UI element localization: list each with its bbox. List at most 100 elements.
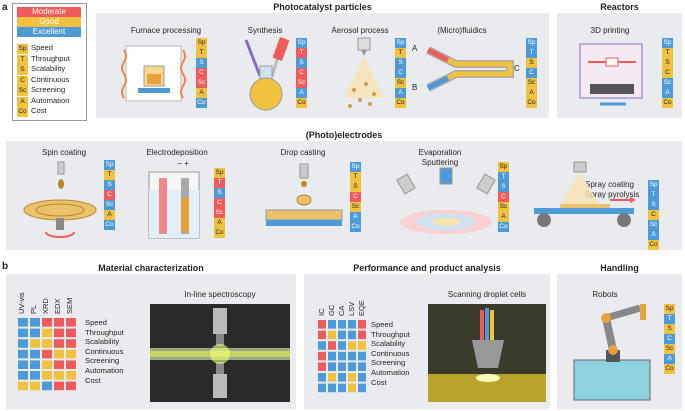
rating-chip-t: T: [214, 178, 225, 188]
robot-illustration: [573, 304, 651, 401]
rating-chip-sp: Sp: [296, 38, 307, 48]
rating-chip-co: Co: [395, 98, 406, 108]
matrix-cell: [328, 351, 336, 361]
aerosol-caption: Aerosol process: [331, 26, 389, 35]
rating-chip-c: C: [395, 68, 406, 78]
rating-chip-co: Co: [196, 98, 207, 108]
rating-chip-co: Co: [662, 98, 673, 108]
matrix-cell: [54, 349, 64, 359]
matrix-cell: [358, 383, 366, 393]
perf-rating-matrix: [318, 320, 366, 393]
technique-label-ca: CA: [337, 305, 346, 316]
aerosol-illustration: [344, 37, 384, 108]
matrix-cell: [338, 330, 346, 340]
matrix-cell: [66, 318, 76, 327]
legend-label: Speed: [31, 43, 53, 52]
legend-abbr: T: [17, 54, 28, 65]
evaporation-illustration: [396, 167, 496, 234]
rating-chip-sc: Sc: [296, 78, 307, 88]
matrix-cell: [348, 330, 356, 340]
char-metric-automation: Automation: [85, 365, 124, 375]
char-metric-screening: Screening: [85, 356, 120, 366]
rating-chip-t: T: [395, 48, 406, 58]
rating-chip-co: Co: [526, 98, 537, 108]
panel-label-a: a: [2, 2, 8, 13]
technique-label-sem: SEM: [65, 297, 74, 314]
legend-abbr: S: [17, 65, 28, 75]
matrix-cell: [42, 339, 52, 348]
synthesis-illustration: [244, 36, 290, 111]
rating-chip-s: S: [648, 200, 659, 210]
droplet-caption: Scanning droplet cells: [447, 290, 527, 299]
matrix-cell: [18, 318, 28, 327]
matrix-cell: [30, 318, 40, 327]
matrix-cell: [338, 341, 346, 350]
rating-chip-sp: Sp: [350, 162, 361, 172]
legend-label: Scalability: [31, 64, 66, 73]
legend-label: Screening: [31, 85, 66, 94]
matrix-cell: [318, 320, 326, 329]
rating-chip-c: C: [214, 198, 225, 208]
char-metric-continuous: Continuous: [85, 346, 124, 356]
rating-chip-s: S: [350, 182, 361, 192]
matrix-cell: [328, 341, 336, 350]
technique-label-lsv: LSV: [347, 301, 356, 316]
rating-chip-sc: Sc: [526, 78, 537, 88]
rating-chip-c: C: [648, 210, 659, 220]
perf-metric-scalability: Scalability: [371, 339, 406, 349]
matrix-cell: [42, 371, 52, 380]
matrix-cell: [348, 320, 356, 329]
evaporation-caption: Evaporation: [418, 148, 462, 157]
rating-chip-sc: Sc: [104, 200, 115, 210]
rating-chip-sp: Sp: [648, 180, 659, 190]
char-metric-throughput: Throughput: [85, 327, 124, 337]
rating-chip-c: C: [296, 68, 307, 78]
matrix-cell: [18, 371, 28, 380]
legend-abbr: Sc: [17, 86, 28, 96]
matrix-cell: [328, 362, 336, 371]
matrix-cell: [318, 362, 326, 371]
matrix-cell: [30, 339, 40, 348]
rating-chip-a: A: [526, 88, 537, 98]
legend-moderate: Moderate: [17, 7, 81, 17]
char-metric-scalability: Scalability: [85, 337, 120, 347]
reactors-title: Reactors: [600, 2, 639, 12]
printing-caption: 3D printing: [590, 26, 630, 35]
matrix-cell: [348, 373, 356, 382]
fluidics-illustration: [426, 46, 514, 92]
rating-chip-sc: Sc: [214, 208, 225, 218]
matrix-cell: [54, 360, 64, 369]
perf-metric-throughput: Throughput: [371, 329, 410, 339]
char-metric-cost: Cost: [85, 375, 101, 385]
matrix-cell: [358, 341, 366, 350]
matrix-cell: [66, 381, 76, 391]
rating-chip-a: A: [214, 218, 225, 228]
matrix-cell: [358, 373, 366, 382]
rating-chip-s: S: [662, 58, 673, 68]
matrix-cell: [348, 341, 356, 350]
matrix-cell: [318, 351, 326, 361]
perf-metric-cost: Cost: [371, 377, 387, 387]
electrodeposition-caption: Electrodeposition: [146, 148, 208, 157]
rating-chip-a: A: [395, 88, 406, 98]
matrix-cell: [328, 320, 336, 329]
matrix-cell: [54, 339, 64, 348]
rating-chip-s: S: [104, 180, 115, 190]
fluidics-caption: (Micro)fluidics: [437, 26, 487, 35]
rating-chip-t: T: [648, 190, 659, 200]
rating-chip-c: C: [662, 68, 673, 78]
matrix-cell: [30, 381, 40, 391]
rating-chip-sp: Sp: [104, 160, 115, 170]
rating-chip-c: C: [104, 190, 115, 200]
rating-chip-sc: Sc: [395, 78, 406, 88]
technique-label-pl: PL: [29, 304, 38, 314]
